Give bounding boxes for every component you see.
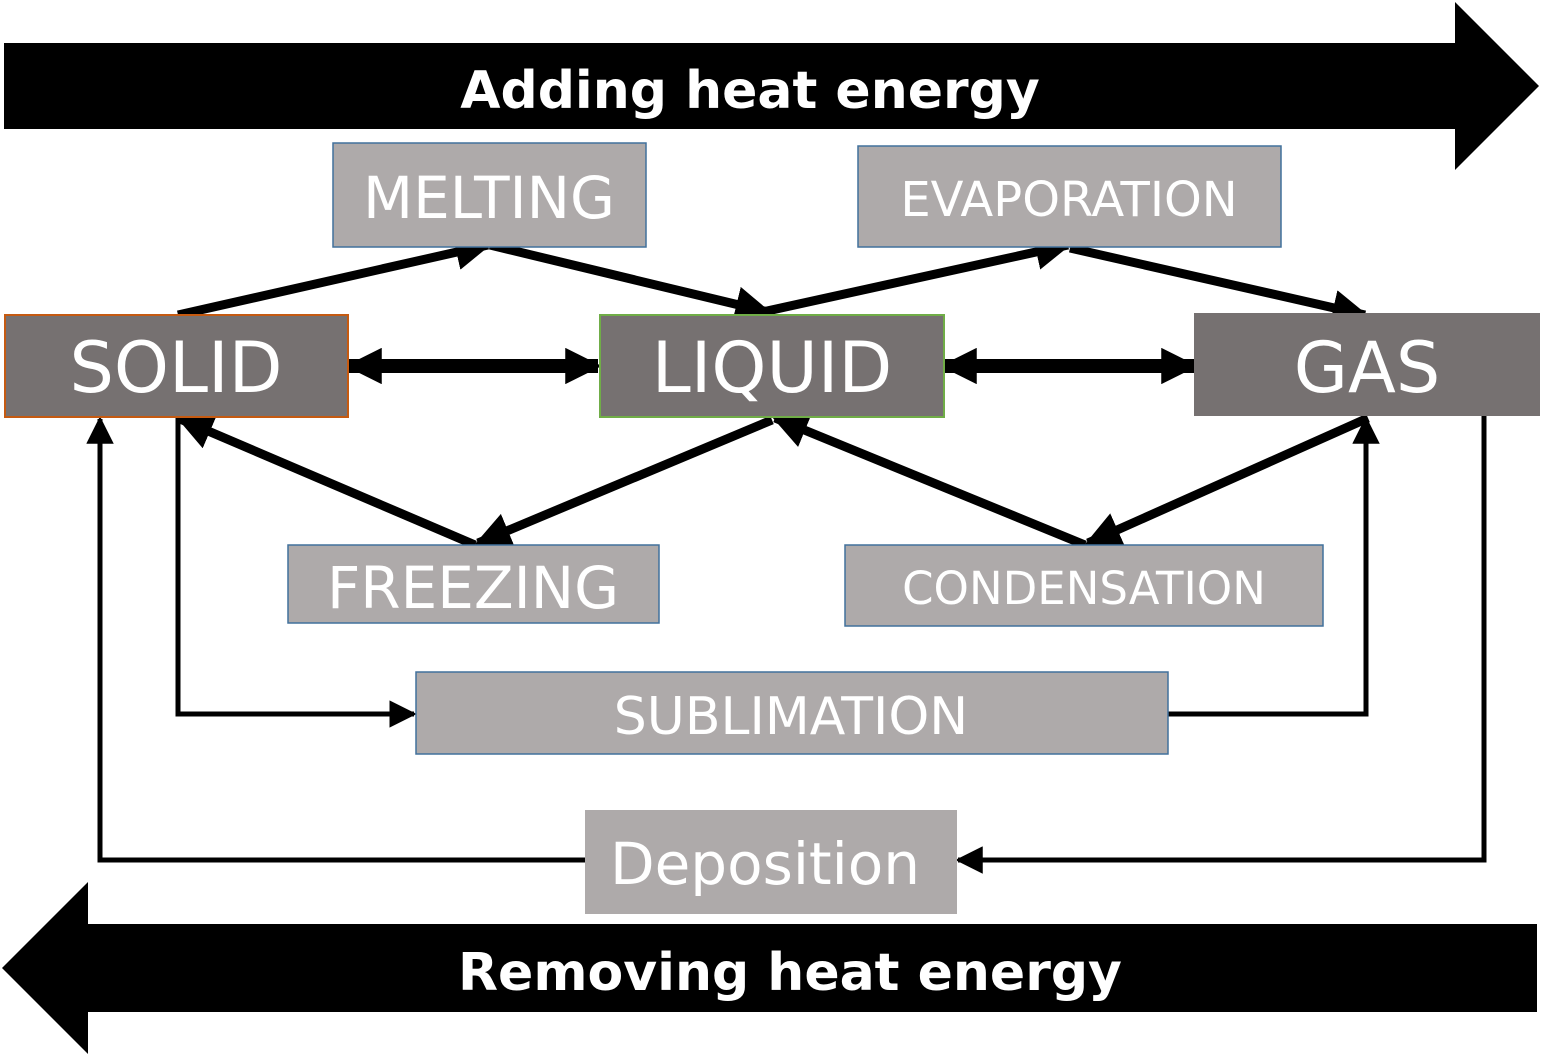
deposition-arrow-in	[955, 415, 1487, 874]
freezing-label: FREEZING	[327, 554, 619, 622]
condensation-arrow-out	[771, 413, 1087, 550]
melting-arrow-in	[177, 234, 492, 320]
deposition-label: Deposition	[610, 830, 920, 898]
evaporation-label: EVAPORATION	[900, 172, 1237, 228]
melting-label: MELTING	[363, 164, 615, 232]
condensation-arrow-in	[1084, 413, 1370, 548]
evaporation-arrow-in	[734, 234, 1072, 323]
freezing-arrow-in	[474, 415, 774, 548]
removing-heat-label: Removing heat energy	[458, 943, 1122, 1003]
condensation-box: CONDENSATION	[844, 544, 1324, 627]
adding-heat-label: Adding heat energy	[460, 61, 1040, 121]
adding-heat-arrow: Adding heat energy	[4, 2, 1539, 170]
melting-box: MELTING	[332, 142, 647, 248]
solid-label: SOLID	[69, 327, 282, 409]
evaporation-arrow-out	[1069, 243, 1369, 326]
removing-heat-arrow: Removing heat energy	[2, 882, 1537, 1054]
sublimation-arrow-out	[1168, 416, 1380, 717]
condensation-label: CONDENSATION	[902, 562, 1266, 615]
melting-arrow-out	[488, 240, 772, 322]
solid-state-box: SOLID	[4, 314, 349, 418]
liquid-state-box: LIQUID	[599, 314, 945, 418]
transition-arrows	[86, 234, 1487, 874]
sublimation-arrow-in	[175, 418, 417, 728]
sublimation-box: SUBLIMATION	[415, 671, 1169, 755]
sublimation-label: SUBLIMATION	[614, 687, 968, 747]
freezing-box: FREEZING	[287, 544, 660, 624]
gas-state-box: GAS	[1194, 313, 1540, 416]
liquid-label: LIQUID	[652, 327, 893, 409]
deposition-arrow-out	[86, 416, 585, 863]
freezing-arrow-out	[176, 414, 477, 550]
gas-label: GAS	[1294, 327, 1441, 409]
deposition-box: Deposition	[585, 810, 957, 914]
evaporation-box: EVAPORATION	[857, 145, 1282, 248]
